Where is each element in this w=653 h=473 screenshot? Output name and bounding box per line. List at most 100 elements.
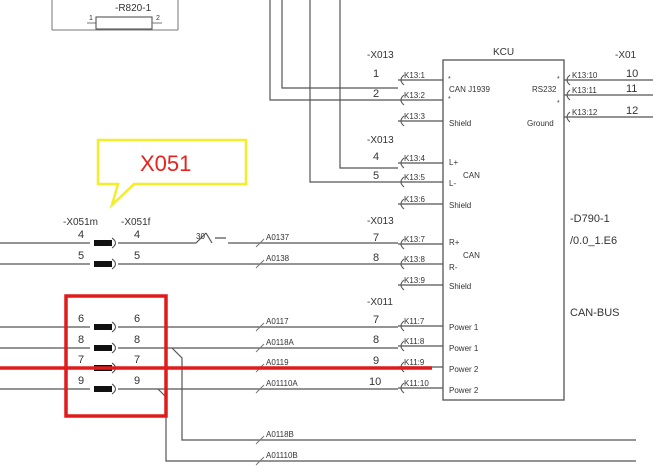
kcu-pin-number: 2 <box>373 88 379 100</box>
resistor-pin-2: 2 <box>156 15 160 22</box>
x013-label-c: -X013 <box>367 216 394 227</box>
kcu-can-1: CAN <box>463 171 480 180</box>
kcu-terminal-label: K13:1 <box>404 71 425 80</box>
x051m-pin: 6 <box>78 313 84 325</box>
kcu-right-terminal: K13:12 12 <box>564 105 653 123</box>
kcu-l-minus: L- <box>449 179 456 188</box>
kcu-can-j1939: CAN J1939 <box>449 85 490 94</box>
kcu-terminal-label: K13:8 <box>404 255 425 264</box>
plug-icon <box>94 345 112 351</box>
x051m-pin: 4 <box>78 229 84 241</box>
wire-labels: A0137 A0138 A0117 A0118A A0119 A01110A A… <box>196 232 298 466</box>
kcu-pin-number: 8 <box>373 334 379 346</box>
kcu-pin-number: 12 <box>626 105 638 117</box>
kcu-pin-number: 10 <box>369 376 381 388</box>
kcu-terminal-label: K13:9 <box>404 276 425 285</box>
kcu-pin-number: 1 <box>373 68 379 80</box>
kcu-right-terminal: K13:11 11 <box>564 83 653 101</box>
kcu-can-2: CAN <box>463 251 480 260</box>
x013-label-b: -X013 <box>367 135 394 146</box>
d790-name: -D790-1 <box>570 213 610 225</box>
kcu-ground: Ground <box>527 119 554 128</box>
kcu-terminal-label: K13:3 <box>404 112 425 121</box>
resistor-label: -R820-1 <box>115 3 152 14</box>
kcu-title: KCU <box>493 47 514 58</box>
kcu-terminal-label: K13:5 <box>404 173 425 182</box>
x051f-pin: 5 <box>134 250 140 262</box>
wire-a0117: A0117 <box>266 317 289 326</box>
kcu-left-terminal: K13:6 <box>398 195 443 210</box>
plug-icon <box>94 261 112 267</box>
top-feed-wires <box>269 0 398 183</box>
kcu-power-2b: Power 2 <box>449 386 479 395</box>
kcu-shield-2: Shield <box>449 201 471 210</box>
x051m-pin: 9 <box>78 375 84 387</box>
x051-callout: X051 <box>96 138 248 210</box>
svg-text:*: * <box>448 96 451 103</box>
wire-a0138: A0138 <box>266 254 290 263</box>
d790-labels: -D790-1 /0.0_1.E6 CAN-BUS <box>570 213 620 319</box>
kcu-terminal-label: K13:12 <box>572 108 598 117</box>
kcu-rs232: RS232 <box>532 85 557 94</box>
resistor-r820: -R820-1 1 2 <box>51 0 179 31</box>
x051m-pin: 5 <box>78 250 84 262</box>
kcu-left-terminal: K13:3 <box>398 112 443 127</box>
x051m-pin: 7 <box>78 354 84 366</box>
kcu-terminal-label: K13:11 <box>572 86 597 95</box>
cable-30-label: 30 <box>196 232 205 241</box>
plug-icon <box>94 386 112 392</box>
kcu-pin-number: 9 <box>373 355 379 367</box>
x013-label-a: -X013 <box>367 50 394 61</box>
svg-text:*: * <box>557 76 560 83</box>
kcu-r-minus: R- <box>449 263 458 272</box>
wire-a01110a: A01110A <box>266 379 298 388</box>
plug-icon <box>94 324 112 330</box>
kcu-left-terminal: K13:9 <box>398 276 443 291</box>
kcu-left-terminal: K11:88 <box>373 334 443 352</box>
kcu-l-plus: L+ <box>449 158 458 167</box>
wire-a0118a: A0118A <box>266 338 295 347</box>
x051-highlight-box <box>64 294 168 418</box>
kcu-left-terminal: K11:10 10 <box>369 376 443 394</box>
kcu-terminal-label: K11:10 <box>404 379 429 388</box>
kcu-terminal-label: K11:9 <box>404 358 425 367</box>
x051f-pin: 4 <box>134 229 140 241</box>
x051f-pin: 7 <box>134 354 140 366</box>
kcu-power-2a: Power 2 <box>449 365 479 374</box>
kcu-pin-number: 11 <box>626 83 637 95</box>
kcu-shield-1: Shield <box>449 119 471 128</box>
kcu-power-1a: Power 1 <box>449 323 479 332</box>
svg-text:*: * <box>448 76 451 83</box>
kcu-left-terminal: K13:77 <box>373 232 443 250</box>
wire-a01110b: A01110B <box>266 451 298 460</box>
kcu-pin-number: 8 <box>373 252 379 264</box>
x051f-pin: 6 <box>134 313 140 325</box>
kcu-terminal-label: K13:7 <box>404 235 425 244</box>
kcu-terminal-label: K13:4 <box>404 154 425 163</box>
lower-wires <box>0 232 636 462</box>
kcu-left-terminal: K13:44 <box>373 151 443 169</box>
resistor-body <box>95 16 153 30</box>
kcu-inner-labels: * CAN J1939 * Shield L+ CAN L- Shield R+… <box>448 76 560 395</box>
kcu-shield-3: Shield <box>449 282 471 291</box>
kcu-terminal-label: K13:2 <box>404 91 425 100</box>
kcu-left-terminal: K13:8 8 <box>373 252 443 270</box>
kcu-left-terminal: K13:5 5 <box>373 170 443 188</box>
kcu-r-plus: R+ <box>449 238 460 247</box>
plug-icon <box>94 240 112 246</box>
x051m-pin: 8 <box>78 334 84 346</box>
kcu-left-terminal: K11:77 <box>373 314 443 332</box>
kcu-pin-number: 5 <box>373 170 379 182</box>
x051m-label: -X051m <box>63 217 98 228</box>
kcu-left-terminal: K13:2 2 <box>373 88 443 106</box>
callout-text: X051 <box>140 151 191 176</box>
kcu-left-terminal: K13:1 1 <box>373 68 443 86</box>
